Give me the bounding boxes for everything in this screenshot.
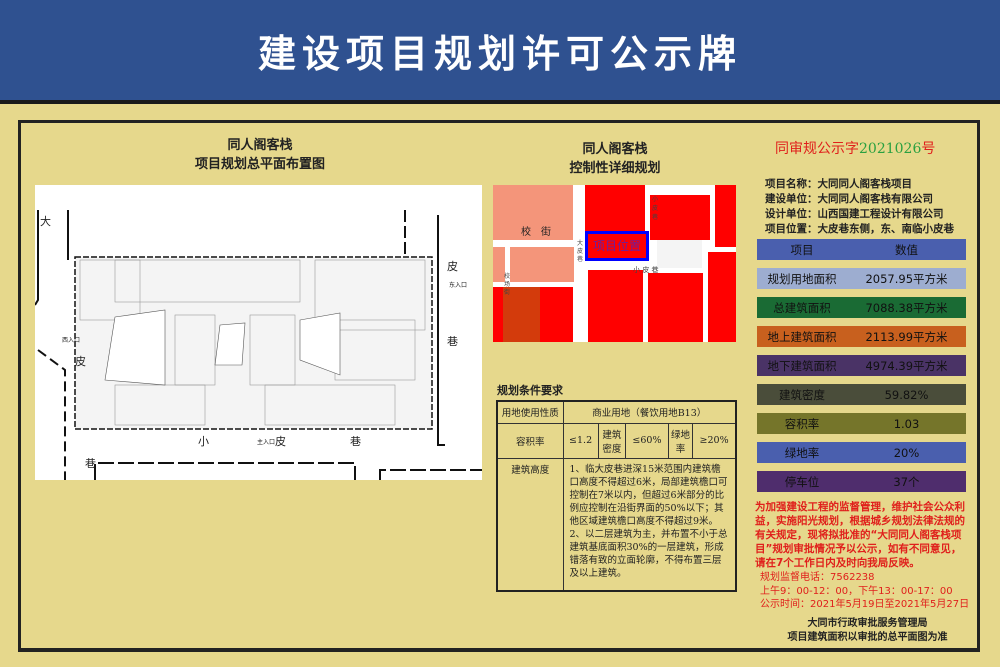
indicator-value: 7088.38平方米	[865, 300, 948, 315]
page-title: 建设项目规划许可公示牌	[257, 31, 742, 76]
entrance-label: 西入口	[62, 337, 81, 344]
indicator-value: 数值	[895, 242, 918, 257]
street-label: 校 街	[521, 227, 551, 238]
street-label: 皮	[275, 435, 286, 448]
indicator-label: 项目	[790, 242, 814, 257]
indicator-value: 37个	[893, 474, 920, 489]
indicator-header: 项目 数值	[757, 239, 966, 260]
indicator-row: 容积率 1.03	[757, 413, 966, 434]
cell: 建筑密度	[597, 422, 627, 459]
entrance-label: 东入口	[449, 282, 468, 289]
detail-plan-title: 同人阁客栈控制性详细规划	[569, 142, 661, 176]
entrance-label: 主入口	[257, 439, 276, 446]
project-info: 项目名称：大同同人阁客栈项目 建设单位：大同同人阁客栈有限公司 设计单位：山西国…	[765, 178, 954, 235]
cell: 商业用地（餐饮用地B13）	[562, 400, 737, 424]
street-label: 皮	[447, 260, 458, 273]
cell: ≤1.2	[562, 422, 599, 459]
indicator-row: 总建筑面积 7088.38平方米	[757, 297, 966, 318]
board-frame	[18, 120, 980, 652]
title-banner: 建设项目规划许可公示牌	[0, 0, 1000, 104]
indicator-label: 总建筑面积	[773, 300, 831, 315]
cell: 1、临大皮巷进深15米范围内建筑檐口高度不得超过6米，局部建筑檐口可控制在7米以…	[562, 457, 737, 591]
indicator-label: 绿地率	[784, 445, 820, 460]
cell: 容积率	[496, 422, 564, 459]
indicator-value: 2113.99平方米	[865, 329, 948, 344]
street-label: 大皮巷	[577, 240, 584, 263]
street-label: 巷	[447, 335, 458, 348]
indicator-label: 地下建筑面积	[767, 358, 837, 373]
cell: ≤60%	[625, 422, 669, 459]
indicator-row: 绿地率 20%	[757, 442, 966, 463]
indicator-row: 地上建筑面积 2113.99平方米	[757, 326, 966, 347]
cell: 建筑高度	[496, 457, 564, 591]
indicator-label: 建筑密度	[779, 387, 825, 402]
street-label: 巷	[350, 435, 361, 448]
cell: 绿地率	[667, 422, 694, 459]
indicator-value: 4974.39平方米	[865, 358, 948, 373]
indicator-row: 地下建筑面积 4974.39平方米	[757, 355, 966, 376]
site-plan-drawing: 大 皮 巷 皮 巷 小 皮 巷 西入口 东入口 主入口	[35, 185, 482, 480]
indicator-value: 1.03	[893, 416, 920, 431]
street-label: 皮	[75, 355, 86, 368]
site-plan-title: 同人阁客栈项目规划总平面布置图	[194, 138, 325, 172]
indicator-label: 停车位	[784, 474, 820, 489]
indicator-label: 规划用地面积	[767, 271, 837, 286]
indicator-row: 建筑密度 59.82%	[757, 384, 966, 405]
indicator-row: 停车位 37个	[757, 471, 966, 492]
indicator-label: 地上建筑面积	[767, 329, 837, 344]
detail-plan-map: 项目位置 校 街 小 皮 巷 大皮巷 小皮巷 校场街	[493, 185, 736, 342]
street-label: 小 皮 巷	[633, 266, 659, 274]
street-label: 小	[198, 435, 209, 448]
street-label: 校场街	[504, 273, 511, 296]
project-location-marker: 项目位置	[585, 231, 649, 261]
street-label: 大	[40, 215, 51, 228]
footer: 大同市行政审批服务管理局项目建筑面积以审批的总平面图为准	[787, 618, 948, 643]
conditions-heading: 规划条件要求	[497, 384, 563, 397]
indicator-value: 20%	[893, 445, 920, 460]
indicator-value: 2057.95平方米	[865, 271, 948, 286]
cell: ≥20%	[692, 422, 737, 459]
permit-number: 同审规公示字2021026号	[775, 141, 936, 157]
street-label: 小皮巷	[652, 196, 659, 221]
cell: 用地使用性质	[496, 400, 564, 424]
indicator-row: 规划用地面积 2057.95平方米	[757, 268, 966, 289]
indicator-label: 容积率	[784, 416, 820, 431]
notice-text: 为加强建设工程的监督管理，维护社会公众利益，实施阳光规划，根据城乡规划法律法规的…	[755, 501, 965, 569]
street-label: 巷	[85, 457, 96, 470]
indicator-value: 59.82%	[884, 387, 929, 402]
